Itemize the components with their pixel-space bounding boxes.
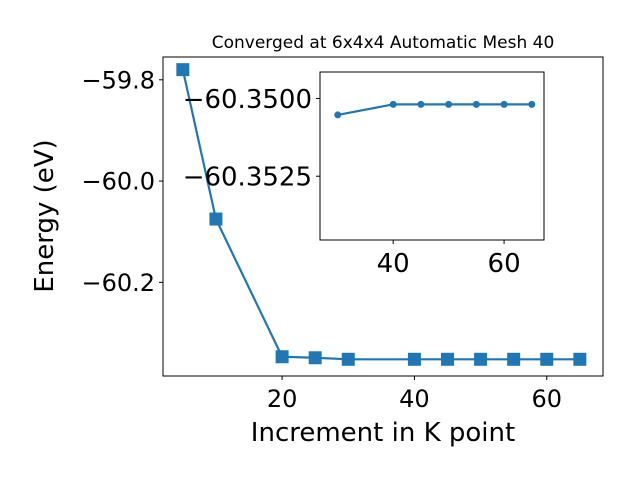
inset-y-tick-label: −60.3500 <box>183 85 312 115</box>
main-data-point <box>540 352 554 366</box>
main-data-point <box>573 352 587 366</box>
inset-data-point <box>472 100 480 108</box>
main-y-tick-label: −59.8 <box>81 66 155 94</box>
main-x-tick-label: 20 <box>267 385 298 413</box>
chart-title: Converged at 6x4x4 Automatic Mesh 40 <box>212 33 555 53</box>
inset-data-point <box>500 100 508 108</box>
main-data-point <box>308 351 322 365</box>
inset-y-tick-label: −60.3525 <box>183 163 312 193</box>
main-x-tick-label: 40 <box>399 385 430 413</box>
inset-data-point <box>417 100 425 108</box>
inset-data-point <box>334 111 342 119</box>
main-data-point <box>341 352 355 366</box>
main-y-tick-label: −60.0 <box>81 168 155 196</box>
y-axis-label: Energy (eV) <box>30 139 60 292</box>
inset-x-tick-label: 60 <box>488 249 521 279</box>
inset-x-tick-label: 40 <box>377 249 410 279</box>
inset-axes-frame <box>319 71 545 241</box>
x-axis-label: Increment in K point <box>251 418 515 448</box>
main-data-point <box>474 352 488 366</box>
main-data-point <box>507 352 521 366</box>
main-data-point <box>275 350 289 364</box>
inset-data-point <box>445 100 453 108</box>
main-data-point <box>176 63 190 77</box>
main-x-tick-label: 60 <box>531 385 562 413</box>
main-data-point <box>441 352 455 366</box>
inset-data-point <box>389 100 397 108</box>
main-data-point <box>407 352 421 366</box>
main-y-tick-label: −60.2 <box>81 269 155 297</box>
inset-plot: 40 60 −60.3525 −60.3500 <box>183 71 545 279</box>
main-data-point <box>209 212 223 226</box>
inset-data-point <box>528 100 536 108</box>
